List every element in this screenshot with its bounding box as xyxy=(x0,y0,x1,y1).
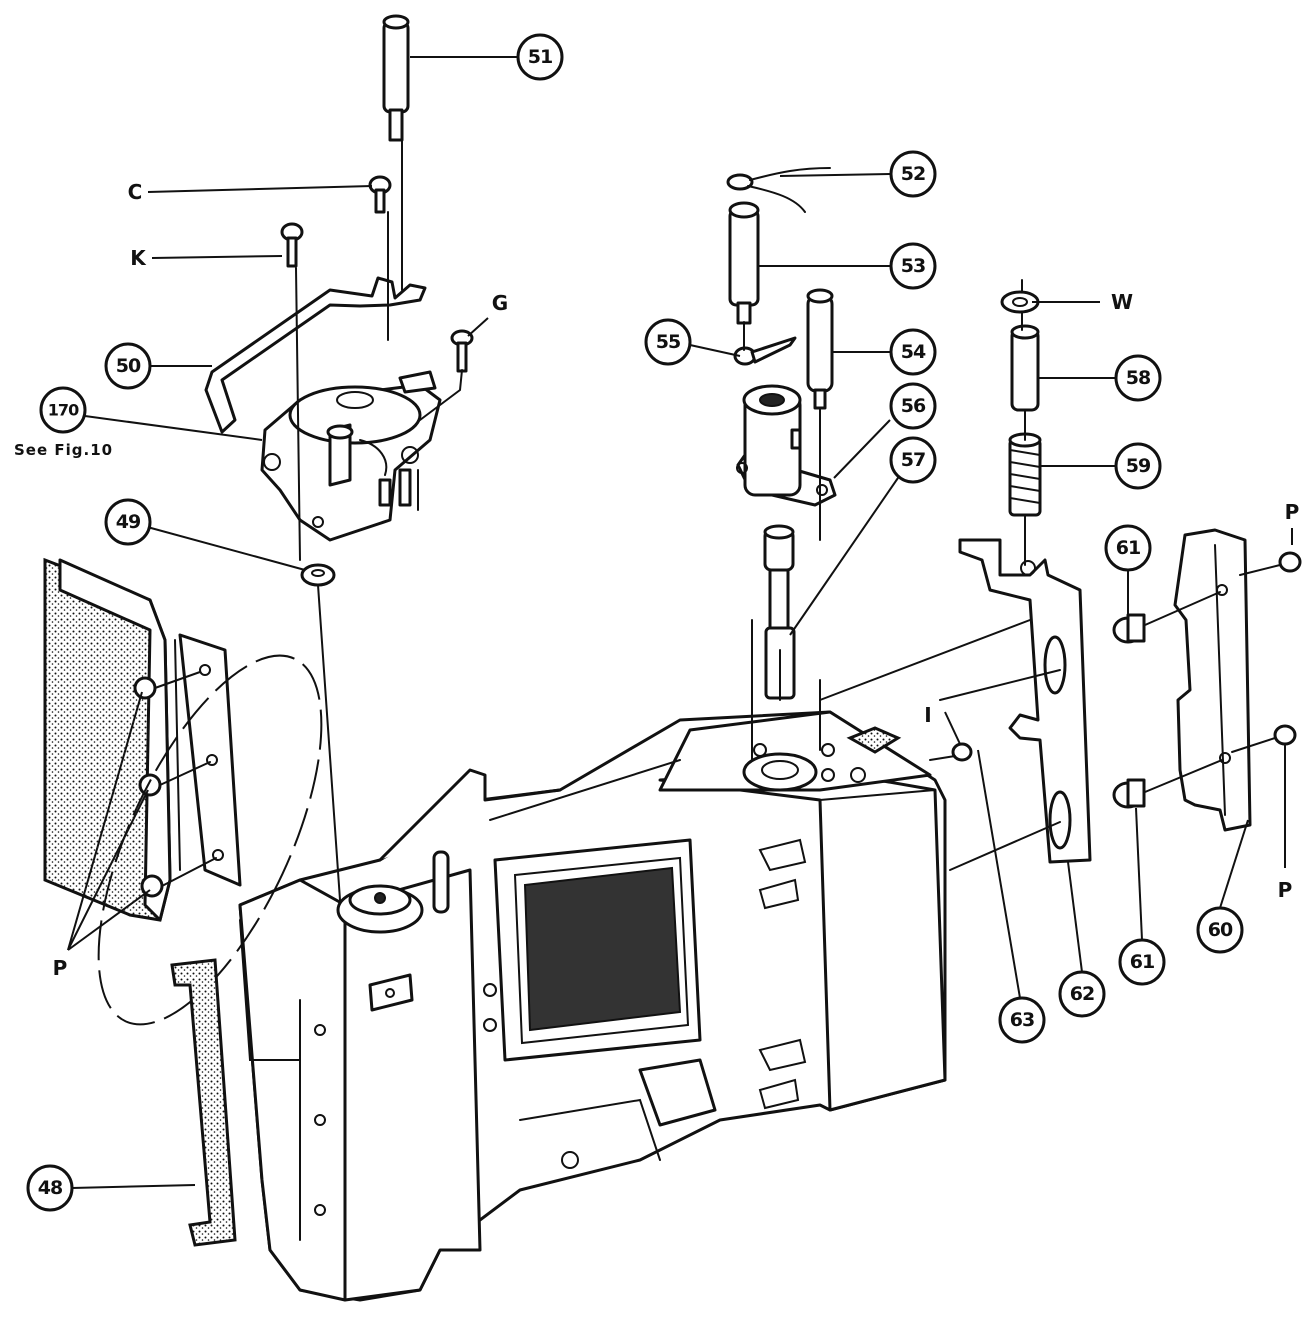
nut-61-upper xyxy=(1112,613,1146,644)
screw-g xyxy=(450,329,474,373)
callout-61-upper: 61 xyxy=(1104,524,1152,572)
callout-60: 60 xyxy=(1196,906,1244,954)
callout-52: 52 xyxy=(889,150,937,198)
callout-51: 51 xyxy=(516,33,564,81)
screw-k xyxy=(280,222,304,268)
svg-text:62: 62 xyxy=(1070,983,1094,1005)
tube-53 xyxy=(728,201,760,325)
label-g: G xyxy=(492,291,508,315)
reference-note: See Fig.10 xyxy=(14,441,113,459)
label-i: I xyxy=(924,703,931,727)
svg-text:49: 49 xyxy=(116,511,140,533)
callout-55: 55 xyxy=(644,318,692,366)
spring-59 xyxy=(1008,432,1042,517)
callout-59: 59 xyxy=(1114,442,1162,490)
housing-56 xyxy=(736,384,837,507)
transfer-outline xyxy=(97,654,323,1026)
svg-text:170: 170 xyxy=(48,401,79,420)
svg-text:60: 60 xyxy=(1208,919,1233,941)
camera-body-frame xyxy=(238,710,947,1302)
callout-48: 48 xyxy=(26,1164,74,1212)
wind-lever-assembly-170 xyxy=(260,370,442,542)
callout-54: 54 xyxy=(889,328,937,376)
screw-i xyxy=(929,742,973,762)
svg-text:57: 57 xyxy=(901,449,925,471)
callout-63: 63 xyxy=(998,996,1046,1044)
screw-p-right-bottom xyxy=(1231,724,1297,753)
callout-58: 58 xyxy=(1114,354,1162,402)
pad-63 xyxy=(846,726,902,754)
callout-49: 49 xyxy=(104,498,152,546)
shaft-54 xyxy=(806,288,834,410)
label-k: K xyxy=(130,246,147,270)
callout-170: 170 xyxy=(39,386,87,434)
label-w: W xyxy=(1111,290,1133,314)
svg-text:55: 55 xyxy=(656,331,680,353)
nut-61-lower xyxy=(1112,778,1146,809)
callout-53: 53 xyxy=(889,242,937,290)
e-clip-w xyxy=(1000,290,1040,314)
label-p-left: P xyxy=(53,956,68,980)
svg-text:50: 50 xyxy=(116,355,141,377)
screw-p-right-top xyxy=(1239,551,1302,576)
spring-clip-52 xyxy=(726,167,831,213)
callout-57: 57 xyxy=(889,436,937,484)
post-51 xyxy=(382,14,410,142)
label-c: C xyxy=(128,180,143,204)
svg-text:56: 56 xyxy=(901,395,926,417)
lever-washer-55 xyxy=(733,336,797,366)
svg-text:51: 51 xyxy=(528,46,552,68)
svg-text:59: 59 xyxy=(1126,455,1150,477)
svg-text:53: 53 xyxy=(901,255,925,277)
callout-50: 50 xyxy=(104,342,152,390)
leader-lines xyxy=(67,56,1293,1189)
pin-58 xyxy=(1010,324,1040,412)
back-door-hinge-panel xyxy=(43,557,242,922)
svg-text:54: 54 xyxy=(901,341,926,363)
svg-text:58: 58 xyxy=(1126,367,1151,389)
label-p-bottom: P xyxy=(1278,878,1293,902)
screw-c xyxy=(368,175,392,214)
svg-text:61: 61 xyxy=(1130,951,1154,973)
svg-text:52: 52 xyxy=(901,163,925,185)
rewind-fork-57 xyxy=(763,524,796,701)
light-seal-gasket-48 xyxy=(170,958,237,1247)
label-p-top: P xyxy=(1285,500,1300,524)
svg-text:48: 48 xyxy=(38,1177,63,1199)
callout-61-lower: 61 xyxy=(1118,938,1166,986)
callout-62: 62 xyxy=(1058,970,1106,1018)
svg-text:61: 61 xyxy=(1116,537,1140,559)
latch-cover-60 xyxy=(1173,528,1252,832)
lever-50 xyxy=(204,276,427,434)
svg-text:63: 63 xyxy=(1010,1009,1034,1031)
callout-56: 56 xyxy=(889,382,937,430)
